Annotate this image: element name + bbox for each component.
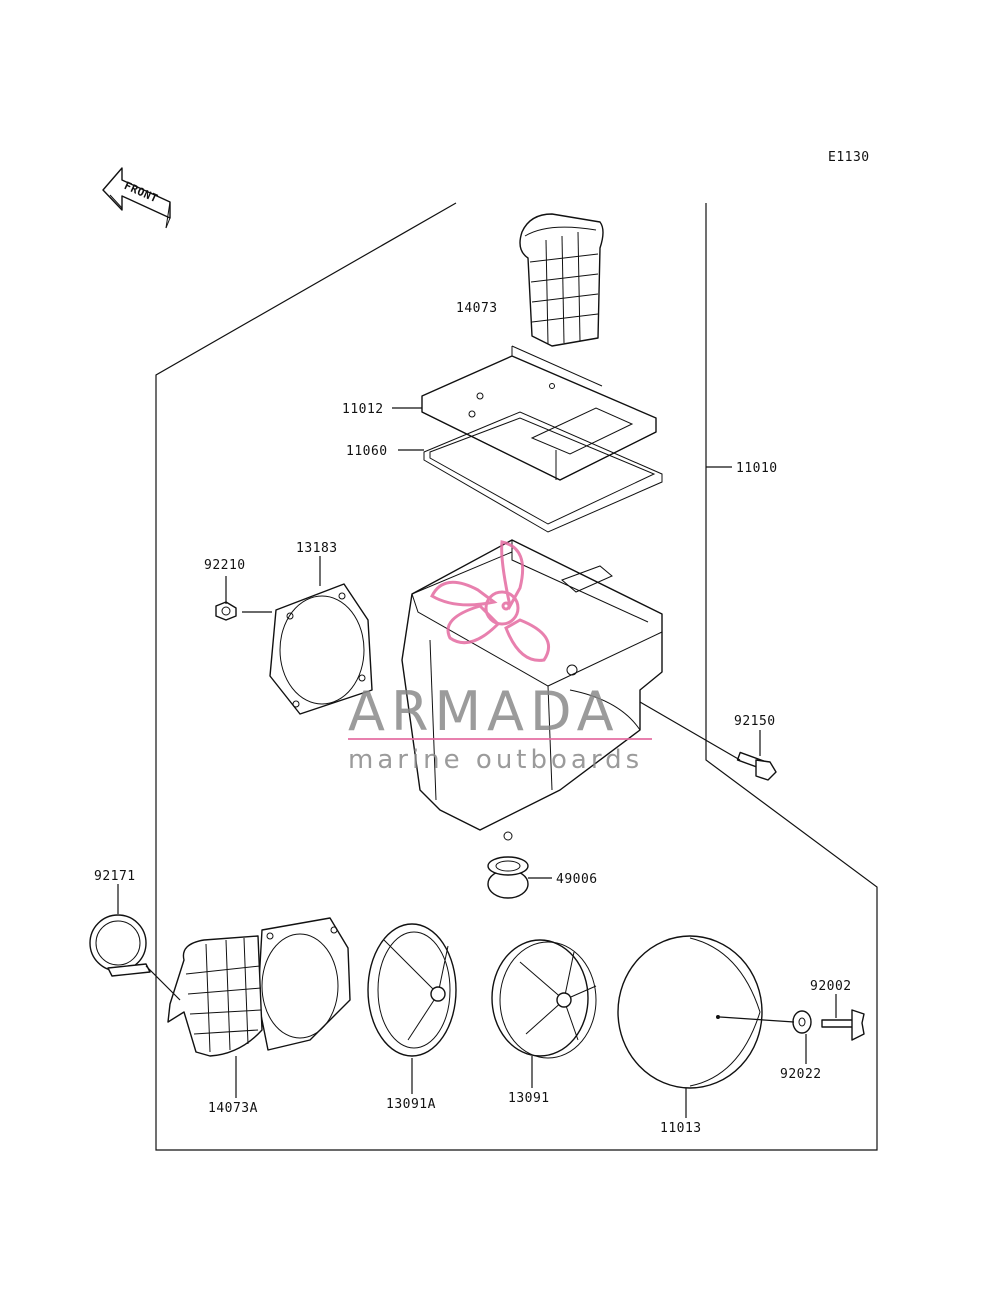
label-14073a: 14073A: [208, 1101, 258, 1116]
watermark-tagline: marine outboards: [348, 745, 643, 775]
watermark-brand: ARMADA: [348, 680, 620, 743]
filter-element-11013: [617, 935, 763, 1089]
wing-bolt-92002: [821, 1009, 865, 1041]
assembly-outline: [155, 202, 878, 1151]
diagram-code: E1130: [828, 150, 870, 165]
label-13091: 13091: [508, 1091, 550, 1106]
label-49006: 49006: [556, 872, 598, 887]
label-92002: 92002: [810, 979, 852, 994]
bolt-92150: [736, 751, 777, 781]
frame-13091: [491, 939, 597, 1059]
label-92210: 92210: [204, 558, 246, 573]
clamp-92171: [89, 914, 151, 977]
lid-11012: [421, 345, 657, 481]
leader-lines: [117, 407, 837, 1118]
label-11013: 11013: [660, 1121, 702, 1136]
label-13091a: 13091A: [386, 1097, 436, 1112]
label-11060: 11060: [346, 444, 388, 459]
part-labels: 14073 11012 11060 11010 92210 13183 9215…: [94, 301, 852, 1136]
gasket-11060: [423, 411, 663, 533]
intake-14073a: [167, 917, 351, 1057]
nut-92210: [215, 601, 237, 621]
grommet-49006: [487, 856, 529, 899]
washer-92022: [792, 1010, 812, 1034]
label-11010: 11010: [736, 461, 778, 476]
front-arrow-icon: FRONT: [102, 167, 171, 229]
label-13183: 13183: [296, 541, 338, 556]
watermark: ARMADA marine outboards: [348, 540, 652, 775]
airbox-body: [401, 539, 663, 841]
gasket-13183: [269, 583, 373, 715]
intake-duct-14073: [519, 213, 604, 347]
label-92150: 92150: [734, 714, 776, 729]
plate-13091a: [367, 923, 457, 1057]
label-92171: 92171: [94, 869, 136, 884]
propeller-logo-icon: [430, 540, 550, 662]
label-14073: 14073: [456, 301, 498, 316]
label-92022: 92022: [780, 1067, 822, 1082]
label-11012: 11012: [342, 402, 384, 417]
